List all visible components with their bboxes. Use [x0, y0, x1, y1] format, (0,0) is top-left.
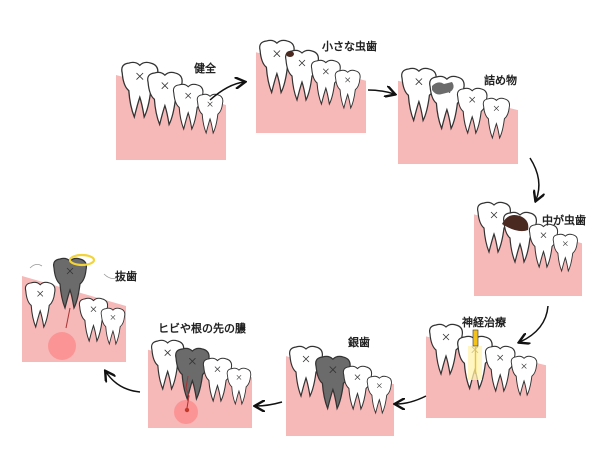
- tooth-premolar: [342, 365, 373, 411]
- tooth-premolar: [552, 233, 578, 273]
- crack-line: [185, 375, 190, 409]
- stage-panel-extraction: [22, 250, 126, 362]
- tooth-extracted: [53, 257, 87, 310]
- curved-arrow-icon: [256, 402, 283, 406]
- stage-label-root-canal: 神経治療: [462, 316, 506, 329]
- tooth-molar: [429, 323, 463, 376]
- stage-panel-healthy: [116, 60, 226, 160]
- tooth-premolar: [310, 59, 341, 106]
- tooth-premolar: [510, 355, 538, 397]
- tooth-illustration-crack-abscess: [148, 339, 252, 428]
- stage-label-filling: 詰め物: [484, 74, 517, 87]
- tooth-crowned: [315, 355, 351, 411]
- inflammation-glow: [48, 332, 76, 360]
- abscess-glow: [174, 400, 198, 424]
- tooth-molar: [289, 345, 323, 398]
- root-drip: [65, 307, 71, 329]
- stage-label-healthy: 健全: [194, 62, 216, 75]
- stage-panel-filling: [398, 66, 518, 164]
- stage-label-extraction: 抜歯: [115, 270, 137, 283]
- tooth-premolar: [100, 307, 126, 346]
- tooth-illustration-small-cavity: [256, 39, 366, 133]
- pus-dot: [184, 407, 190, 413]
- curved-arrow-icon: [106, 372, 141, 393]
- tooth-premolar: [528, 223, 559, 269]
- halo-icon: [68, 253, 96, 267]
- curved-arrow-icon: [529, 157, 539, 200]
- stage-label-crack-abscess: ヒビや根の先の膿: [158, 322, 246, 335]
- tooth-molar: [477, 201, 511, 254]
- tooth-premolar: [366, 375, 392, 415]
- tooth-illustration-healthy: [116, 61, 226, 160]
- gum-block: [426, 336, 546, 418]
- file-instrument-icon: [472, 329, 479, 347]
- tooth-illustration-filling: [398, 67, 518, 164]
- metal-filling: [432, 82, 454, 95]
- stage-panel-crack-abscess: [148, 336, 252, 428]
- stage-panel-small-cavity: [256, 38, 366, 133]
- tooth-molar: [24, 281, 56, 329]
- stage-label-deep-cavity: 中が虫歯: [542, 214, 586, 227]
- stage-label-silver-crown: 銀歯: [348, 336, 370, 349]
- tooth-premolar: [334, 69, 361, 110]
- tooth-premolar: [196, 93, 224, 135]
- tooth-premolar: [202, 357, 233, 403]
- tooth-illustration-silver-crown: [286, 345, 394, 436]
- curved-arrow-icon: [396, 395, 427, 404]
- tooth-premolar: [226, 367, 252, 406]
- stage-label-small-cavity: 小さな虫歯: [322, 40, 377, 53]
- tooth-premolar: [484, 345, 516, 393]
- tooth-premolar: [172, 83, 204, 131]
- tooth-illustration-extraction: [22, 253, 126, 362]
- cavity-spot: [286, 51, 294, 57]
- motion-lines: [29, 264, 117, 279]
- tooth-premolar: [456, 87, 488, 135]
- tooth-molar: [285, 49, 319, 102]
- tooth-molar: [401, 67, 437, 123]
- stage-panel-root-canal: [426, 322, 546, 418]
- curved-arrow-icon: [367, 90, 394, 94]
- stage-panel-silver-crown: [286, 342, 394, 436]
- deep-cavity: [502, 215, 529, 232]
- tooth-illustration-deep-cavity: [474, 201, 582, 296]
- tooth-illustration-root-canal: [426, 323, 546, 418]
- stage-panel-deep-cavity: [474, 200, 582, 296]
- tooth-premolar: [482, 97, 510, 140]
- tooth-crowned: [175, 347, 210, 401]
